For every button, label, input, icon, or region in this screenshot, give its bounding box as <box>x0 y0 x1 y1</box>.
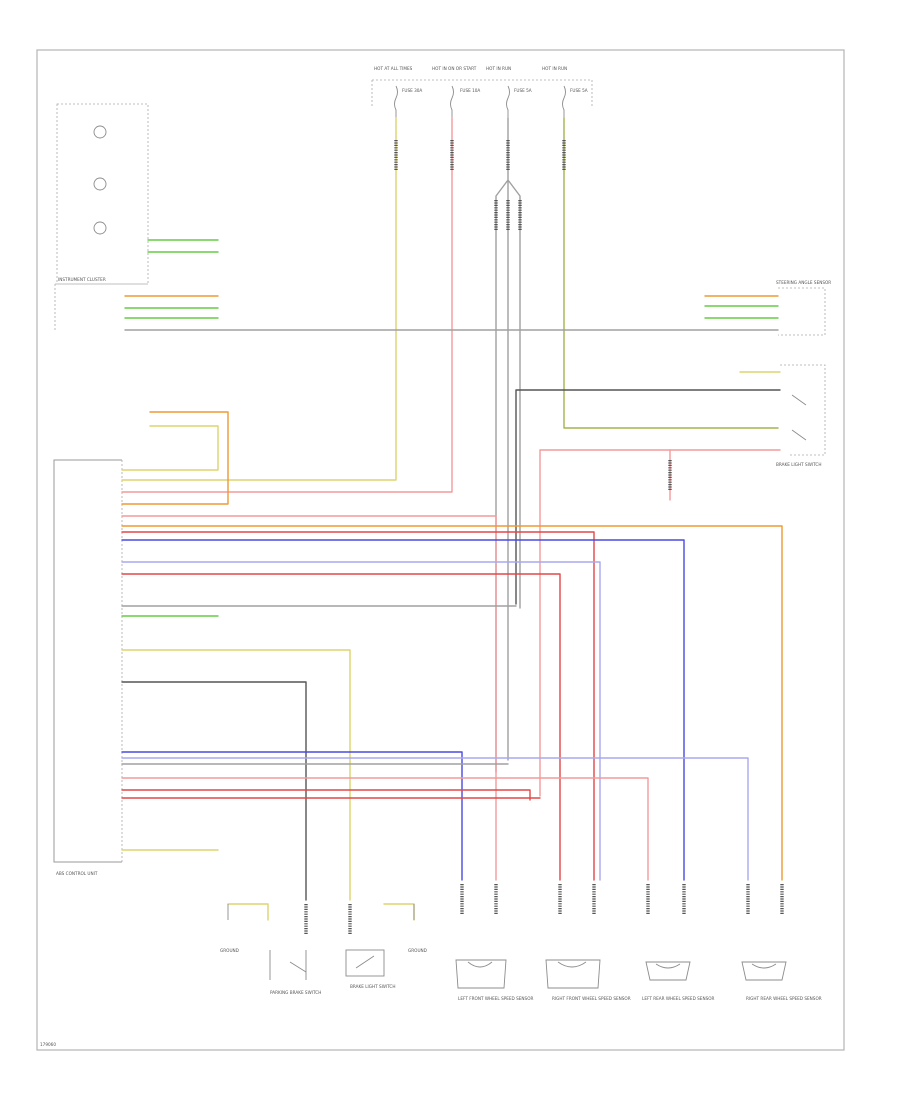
brake-switch-outline <box>780 364 826 456</box>
wire-abs-red-lr <box>121 777 649 881</box>
wire-abs-yellow-brake <box>121 649 351 901</box>
ground-left-label: GROUND <box>220 948 239 953</box>
brake-switch-contact-2 <box>791 429 807 441</box>
fuse-block: HOT AT ALL TIMES FUSE 30A HOT IN ON OR S… <box>371 66 593 118</box>
abs-warning-lamp-icon <box>93 125 107 139</box>
connector-marks <box>304 140 784 934</box>
rr-sensor-label: RIGHT REAR WHEEL SPEED SENSOR <box>746 996 822 1001</box>
wire-abs-red-1 <box>121 531 595 881</box>
rf-sensor-label: RIGHT FRONT WHEEL SPEED SENSOR <box>552 996 631 1001</box>
instrument-cluster: INSTRUMENT CLUSTER <box>54 103 149 332</box>
steering-sensor-label: STEERING ANGLE SENSOR <box>776 280 831 285</box>
ground-left: GROUND <box>220 904 239 953</box>
cluster-connector-outline <box>54 283 148 332</box>
fuse-1-title: HOT AT ALL TIMES <box>374 66 413 71</box>
wire-parking-ground <box>227 903 269 921</box>
diagram-frame <box>36 49 845 1051</box>
brake-switch-label: BRAKE LIGHT SWITCH <box>776 462 821 467</box>
wire-fuse4-brake <box>563 117 779 429</box>
wire-fuse2-abs <box>121 117 453 493</box>
lf-sensor-label: LEFT FRONT WHEEL SPEED SENSOR <box>458 996 534 1001</box>
fuse-2-rating: FUSE 10A <box>460 88 480 93</box>
wire-abs-red-rf <box>121 789 531 801</box>
wire-abs-lightblue-1 <box>121 561 601 881</box>
lf-wheel-sensor: LEFT FRONT WHEEL SPEED SENSOR <box>455 959 534 1001</box>
wires <box>121 117 783 921</box>
fuse-2-title: HOT IN ON OR START <box>432 66 477 71</box>
lr-sensor-icon <box>645 961 691 981</box>
wire-abs-orange-long <box>121 525 783 881</box>
fuse-4: HOT IN RUN FUSE 5A <box>542 66 588 118</box>
fuse-1-rating: FUSE 30A <box>402 88 422 93</box>
abs-unit-outline <box>53 459 122 863</box>
fuse-4-symbol <box>562 85 566 118</box>
instrument-cluster-label: INSTRUMENT CLUSTER <box>58 277 106 282</box>
brake-switch-lever <box>355 955 375 969</box>
diagram-code: 179060 <box>40 1042 56 1047</box>
rf-sensor-icon <box>545 959 601 989</box>
wire-fuse3-bus-a <box>495 117 521 773</box>
parking-brake-switch: PARKING BRAKE SWITCH <box>269 950 321 995</box>
steering-angle-sensor: STEERING ANGLE SENSOR <box>776 280 831 336</box>
brake-switch-contact-1 <box>791 394 807 406</box>
bottom-components: PARKING BRAKE SWITCH BRAKE LIGHT SWITCH … <box>220 904 822 1001</box>
fuse-3-rating: FUSE 5A <box>514 88 532 93</box>
brake-switch-box <box>345 949 385 977</box>
fuse-1: HOT AT ALL TIMES FUSE 30A <box>374 66 422 118</box>
steering-sensor-outline <box>778 287 826 336</box>
wire-fuse1-abs <box>121 117 397 481</box>
fuse-2-symbol <box>450 85 454 118</box>
lf-sensor-icon <box>455 959 507 989</box>
wire-abs-pink-1 <box>121 515 497 881</box>
ground-right: GROUND <box>408 904 427 953</box>
wire-abs-lightblue-rr <box>121 757 749 881</box>
wire-abs-loop-yellow <box>121 425 219 471</box>
brake-light-switch: BRAKE LIGHT SWITCH <box>776 364 826 467</box>
wire-abs-red-2 <box>121 573 561 881</box>
rf-wheel-sensor: RIGHT FRONT WHEEL SPEED SENSOR <box>545 959 631 1001</box>
brake-switch-lower-label: BRAKE LIGHT SWITCH <box>350 984 395 989</box>
rr-wheel-sensor: RIGHT REAR WHEEL SPEED SENSOR <box>741 961 822 1001</box>
wire-abs-loop-orange <box>121 411 229 505</box>
abs-control-unit: ABS CONTROL UNIT <box>53 459 123 876</box>
fuse-4-title: HOT IN RUN <box>542 66 567 71</box>
fuse-1-symbol <box>394 85 398 118</box>
wire-brake-ground <box>383 903 415 921</box>
fuse-3-symbol <box>506 85 510 118</box>
brake-light-switch-lower: BRAKE LIGHT SWITCH <box>345 949 395 989</box>
ground-right-label: GROUND <box>408 948 427 953</box>
fuse-4-rating: FUSE 5A <box>570 88 588 93</box>
wire-abs-blue-lf <box>121 751 463 881</box>
wire-abs-blue-1 <box>121 539 685 881</box>
fuse-3-title: HOT IN RUN <box>486 66 511 71</box>
rr-sensor-icon <box>741 961 787 981</box>
lr-sensor-label: LEFT REAR WHEEL SPEED SENSOR <box>642 996 715 1001</box>
cluster-lamp-box <box>56 103 149 285</box>
lr-wheel-sensor: LEFT REAR WHEEL SPEED SENSOR <box>642 961 715 1001</box>
fuse-3: HOT IN RUN FUSE 5A <box>486 66 532 118</box>
brake-warning-lamp-icon <box>93 177 107 191</box>
fuse-box-outline <box>371 79 593 108</box>
parking-switch-contact <box>269 950 307 980</box>
wire-abs-dark-parking <box>121 681 307 901</box>
fuse-2: HOT IN ON OR START FUSE 10A <box>432 66 480 118</box>
parking-brake-label: PARKING BRAKE SWITCH <box>270 990 321 995</box>
esp-warning-lamp-icon <box>93 221 107 235</box>
abs-unit-label: ABS CONTROL UNIT <box>56 871 98 876</box>
wire-brake-pink <box>539 449 781 797</box>
wire-brake-dark <box>515 389 781 605</box>
